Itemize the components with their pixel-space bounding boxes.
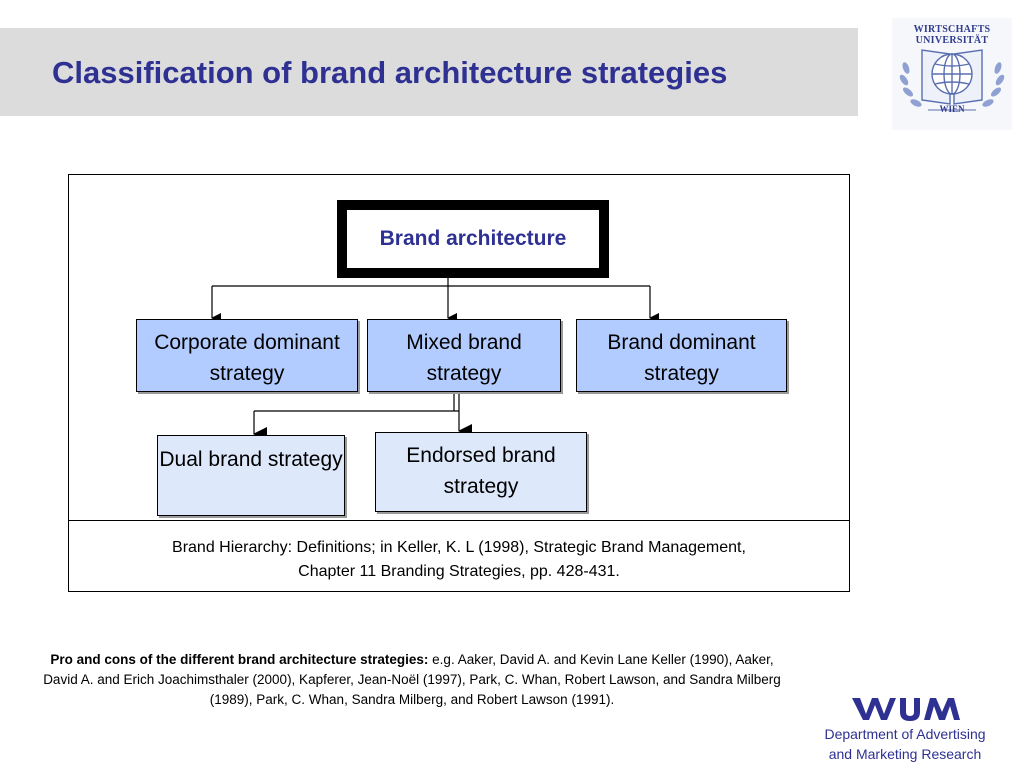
department-name: Department of Advertising and Marketing … bbox=[800, 724, 1010, 764]
logo-text-line3: WIEN bbox=[939, 104, 965, 114]
pro-cons-lead: Pro and cons of the different brand arch… bbox=[50, 652, 429, 667]
logo-text-line1: WIRTSCHAFTS bbox=[913, 24, 991, 35]
department-name-line1: Department of Advertising bbox=[824, 726, 986, 742]
page-title: Classification of brand architecture str… bbox=[52, 55, 728, 90]
source-citation-line1: Brand Hierarchy: Definitions; in Keller,… bbox=[172, 539, 746, 556]
brand-dominant-node: Brand dominant strategy bbox=[576, 319, 787, 392]
logo-text-line2: UNIVERSITÄT bbox=[915, 35, 989, 46]
source-citation: Brand Hierarchy: Definitions; in Keller,… bbox=[68, 536, 850, 584]
title-band bbox=[0, 28, 858, 116]
university-logo: WIRTSCHAFTS UNIVERSITÄT WIEN bbox=[892, 18, 1012, 130]
pro-cons-note: Pro and cons of the different brand arch… bbox=[38, 650, 786, 710]
brand-architecture-label: Brand architecture bbox=[347, 210, 599, 268]
endorsed-brand-node: Endorsed brand strategy bbox=[375, 432, 587, 512]
diagram-frame bbox=[68, 174, 850, 592]
diagram-divider bbox=[68, 520, 850, 521]
brand-architecture-node: Brand architecture bbox=[337, 200, 609, 278]
pro-cons-references: e.g. Aaker, David A. and Kevin Lane Kell… bbox=[43, 652, 781, 707]
globe-seal-icon bbox=[899, 49, 1005, 111]
mixed-brand-node: Mixed brand strategy bbox=[367, 319, 561, 392]
department-name-line2: and Marketing Research bbox=[828, 746, 982, 762]
source-citation-line2: Chapter 11 Branding Strategies, pp. 428-… bbox=[298, 563, 620, 580]
corporate-dominant-node: Corporate dominant strategy bbox=[136, 319, 358, 392]
wu-monogram-icon bbox=[852, 698, 960, 721]
dual-brand-node: Dual brand strategy bbox=[157, 435, 345, 516]
